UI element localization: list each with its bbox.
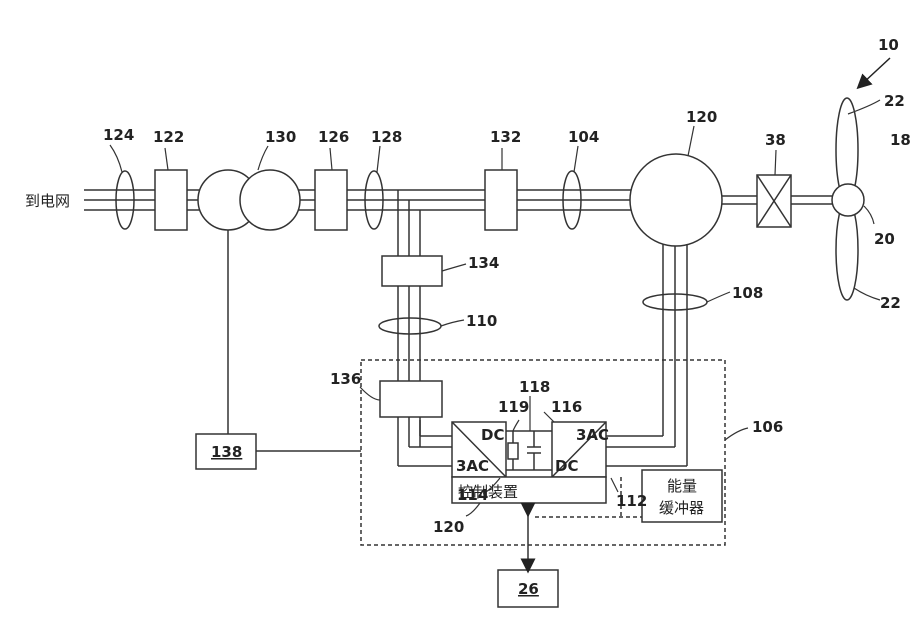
- label-blade-top: 22: [884, 92, 905, 110]
- label-transformer: 130: [265, 128, 296, 146]
- label-sensor-108: 108: [732, 284, 763, 302]
- label-breaker-126: 126: [318, 128, 349, 146]
- label-rotor-conv-top: 3AC: [576, 426, 609, 444]
- breaker-126: [315, 170, 347, 230]
- label-cap-118: 118: [519, 378, 550, 396]
- breaker-134: [382, 256, 442, 286]
- label-line-conv-top: DC: [481, 426, 504, 444]
- label-grid: 到电网: [25, 192, 70, 210]
- label-blade-bottom: 22: [880, 294, 901, 312]
- label-controller: 控制装置: [458, 483, 518, 501]
- label-breaker-136: 136: [330, 370, 361, 388]
- breaker-122: [155, 170, 187, 230]
- sensor-110: [379, 318, 441, 334]
- label-breaker-122: 122: [153, 128, 184, 146]
- breaker-136: [380, 381, 442, 417]
- label-res-119: 119: [498, 398, 529, 416]
- label-rotor-conv-ref: 112: [616, 492, 647, 510]
- system-arrow: [862, 58, 890, 84]
- hub: [832, 184, 864, 216]
- gearbox: [757, 175, 791, 227]
- label-box-138: 138: [211, 443, 242, 461]
- labels: 10 22 18 20 22 38 120 104 132 128 126 13…: [25, 36, 911, 598]
- dc-link: [506, 431, 552, 470]
- generator: [630, 154, 722, 246]
- transformer-secondary: [240, 170, 300, 230]
- label-sensor-128: 128: [371, 128, 402, 146]
- label-sensor-110: 110: [466, 312, 497, 330]
- label-rotor-conv-bottom: DC: [555, 457, 578, 475]
- breaker-132: [485, 170, 517, 230]
- label-breaker-132: 132: [490, 128, 521, 146]
- label-system: 10: [878, 36, 899, 54]
- line-side-branch: [398, 190, 452, 466]
- label-box-26: 26: [518, 580, 539, 598]
- label-sensor-104: 104: [568, 128, 599, 146]
- rotor-side-branch: [606, 244, 687, 466]
- label-rotor: 18: [890, 131, 911, 149]
- label-gearbox: 38: [765, 131, 786, 149]
- label-hub: 20: [874, 230, 895, 248]
- label-converter-box: 106: [752, 418, 783, 436]
- label-energy-buffer-1: 能量: [667, 477, 697, 495]
- label-line-conv-bottom: 3AC: [456, 457, 489, 475]
- label-breaker-134: 134: [468, 254, 499, 272]
- label-energy-buffer-2: 缓冲器: [659, 499, 704, 517]
- label-sensor-124: 124: [103, 126, 134, 144]
- label-generator: 120: [686, 108, 717, 126]
- label-dc-link: 116: [551, 398, 582, 416]
- label-controller-ref: 120: [433, 518, 464, 536]
